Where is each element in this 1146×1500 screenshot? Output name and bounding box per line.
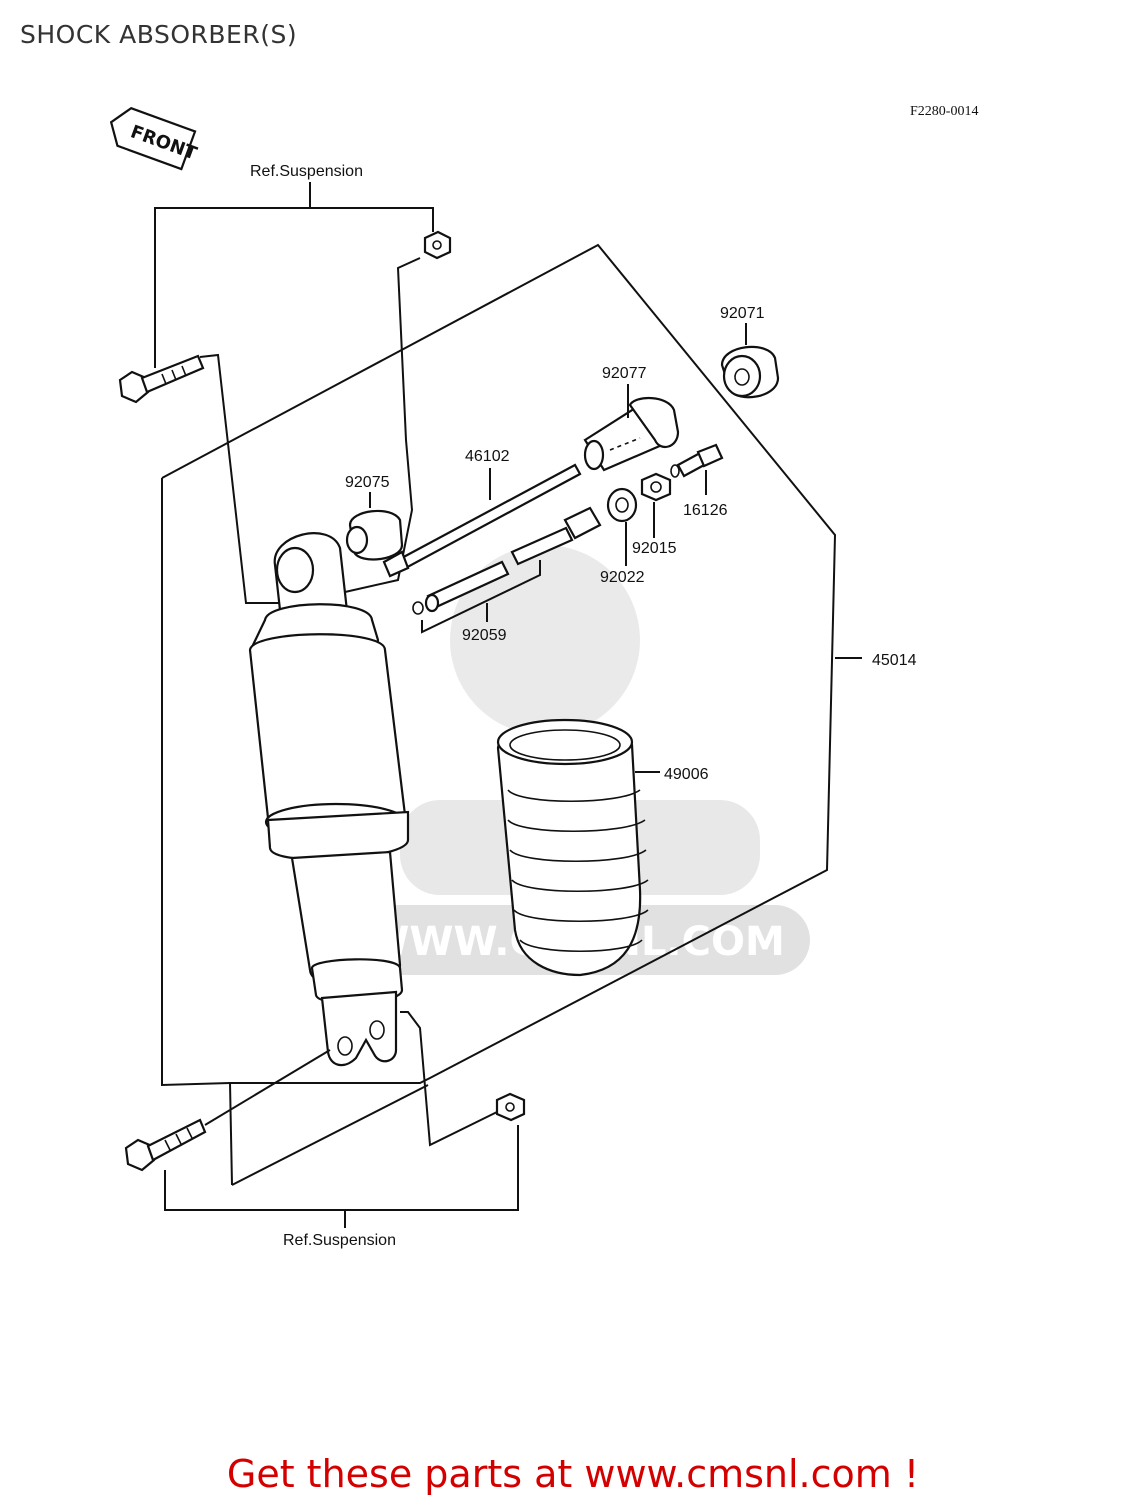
- boot-49006: [496, 718, 649, 977]
- part-92071: 92071: [720, 305, 765, 322]
- pins-92059: [412, 506, 602, 615]
- part-92059: 92059: [462, 627, 507, 644]
- assembly-outline: [161, 243, 837, 1087]
- collar-92077: [583, 397, 680, 472]
- front-arrow-icon: FRONT: [109, 106, 200, 171]
- part-92022: 92022: [600, 569, 645, 586]
- rod-46102: [382, 463, 582, 578]
- page-title: SHOCK ABSORBER(S): [20, 20, 298, 49]
- part-49006: 49006: [664, 766, 709, 783]
- top-nut: [423, 230, 452, 260]
- part-16126: 16126: [683, 502, 728, 519]
- ref-suspension-bottom: Ref.Suspension: [283, 1232, 396, 1249]
- diagram-code: F2280-0014: [910, 104, 978, 119]
- shock-absorber: [248, 532, 410, 1067]
- part-92075: 92075: [345, 474, 390, 491]
- valve-16126: [670, 443, 724, 478]
- top-bolt: [118, 354, 205, 404]
- part-92015: 92015: [632, 540, 677, 557]
- part-92077: 92077: [602, 365, 647, 382]
- bottom-bolt: [124, 1118, 207, 1172]
- part-46102: 46102: [465, 448, 510, 465]
- nut-92015: [640, 472, 672, 502]
- ref-suspension-top: Ref.Suspension: [250, 163, 363, 180]
- bottom-nut: [495, 1092, 526, 1122]
- rubber-92071: [720, 345, 780, 399]
- part-45014: 45014: [872, 652, 917, 669]
- ref-bracket-top: [154, 182, 434, 368]
- bushing-92075: [345, 509, 404, 561]
- footer-link[interactable]: Get these parts at www.cmsnl.com !: [226, 1452, 920, 1496]
- washer-92022: [606, 487, 638, 523]
